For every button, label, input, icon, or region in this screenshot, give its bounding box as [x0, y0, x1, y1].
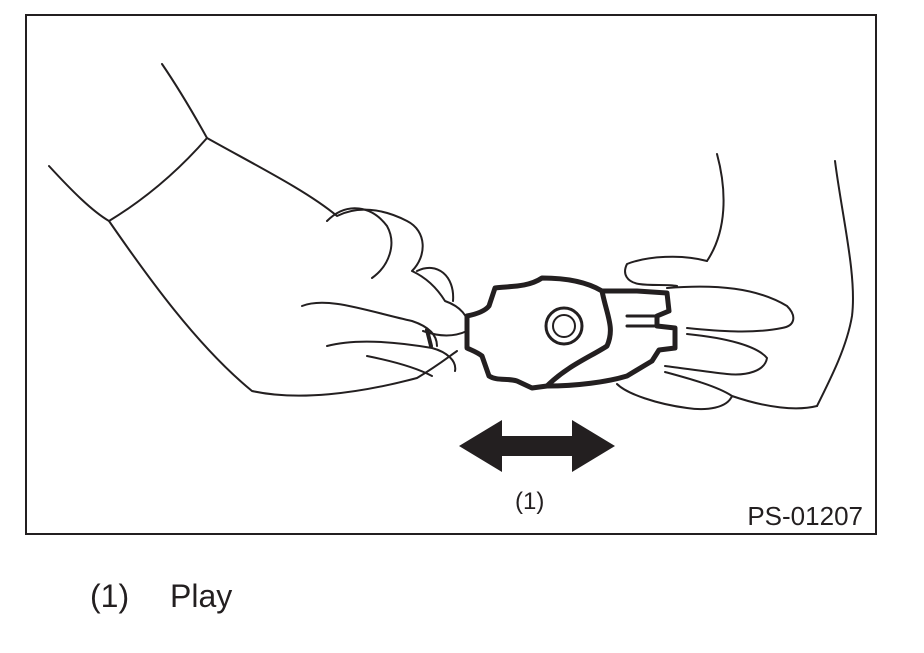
- illustration: [48, 63, 854, 472]
- legend-item-text: Play: [170, 578, 233, 614]
- universal-joint: [464, 275, 678, 391]
- legend-item-number: (1): [90, 578, 130, 614]
- right-arm: [706, 153, 854, 407]
- left-fingers: [301, 207, 457, 377]
- figure-frame: (1) PS-01207: [25, 14, 877, 535]
- left-hand: [108, 137, 469, 397]
- snap-ring: [425, 328, 433, 348]
- callout-label: (1): [515, 488, 545, 515]
- right-hand: [616, 255, 818, 411]
- left-sleeve: [48, 63, 208, 222]
- joint-bearing: [544, 306, 584, 346]
- figure-id: PS-01207: [747, 501, 863, 531]
- legend: (1) Play: [90, 580, 232, 612]
- play-arrow: [459, 420, 615, 472]
